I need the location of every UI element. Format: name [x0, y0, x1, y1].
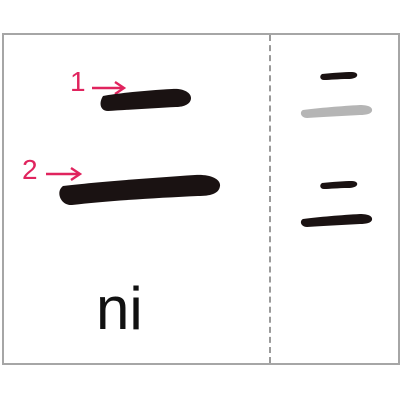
- stroke-direction-arrow-2: [46, 167, 83, 181]
- step2-stroke-1: [320, 181, 358, 189]
- stroke-number-2: 2: [22, 154, 38, 185]
- step1-stroke-1: [320, 72, 358, 80]
- step1-stroke-2-faded: [300, 105, 373, 118]
- stroke-direction-arrow-1: [92, 81, 127, 95]
- stroke-number-1: 1: [70, 66, 86, 97]
- step2-stroke-2: [300, 214, 373, 227]
- large-stroke-1: [100, 88, 191, 111]
- large-stroke-2: [59, 174, 221, 206]
- dashed-divider: [269, 35, 271, 363]
- romaji-reading: ni: [96, 275, 143, 342]
